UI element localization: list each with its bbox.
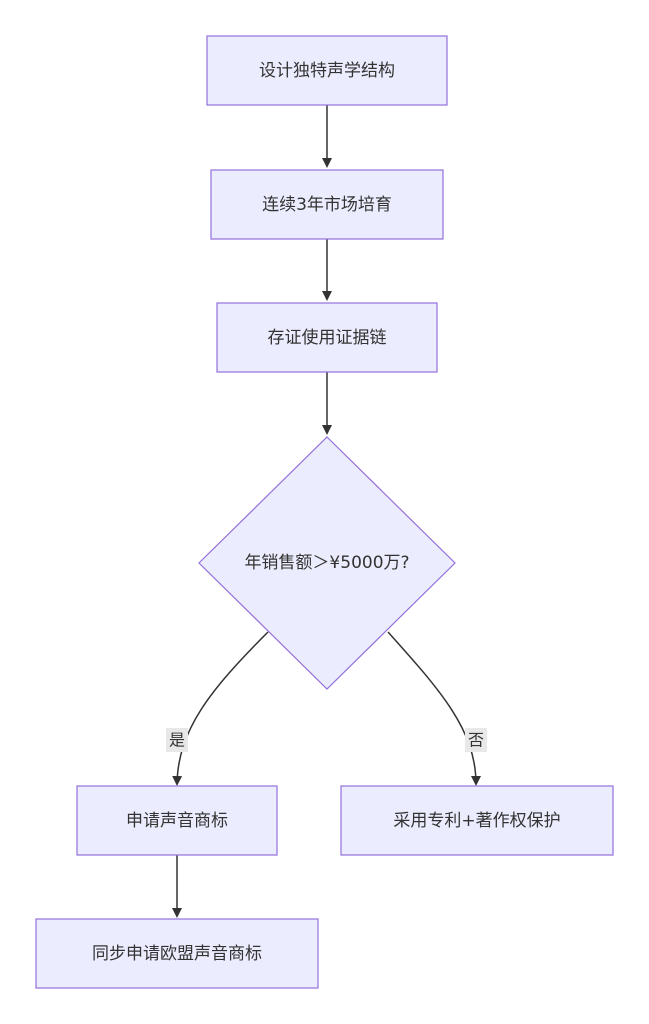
node-design: 设计独特声学结构	[206, 35, 448, 106]
node-apply: 申请声音商标	[76, 785, 278, 856]
node-design-label: 设计独特声学结构	[259, 61, 395, 81]
node-evidence-label: 存证使用证据链	[268, 327, 387, 348]
node-alternative-label: 采用专利+著作权保护	[393, 811, 560, 831]
node-eu-label: 同步申请欧盟声音商标	[92, 944, 262, 964]
node-decision-label: 年销售额＞¥5000万?	[244, 553, 409, 573]
node-cultivate: 连续3年市场培育	[210, 169, 444, 240]
edge-decision-to-alternative	[387, 631, 481, 786]
edge-label-yes-text: 是	[169, 731, 185, 750]
node-cultivate-label: 连续3年市场培育	[262, 195, 392, 215]
node-evidence: 存证使用证据链	[216, 302, 438, 373]
node-apply-label: 申请声音商标	[126, 811, 228, 831]
edge-label-yes: 是	[166, 728, 188, 752]
edge-label-no: 否	[465, 728, 487, 752]
node-alternative: 采用专利+著作权保护	[340, 785, 614, 856]
node-eu: 同步申请欧盟声音商标	[35, 918, 319, 989]
edge-decision-to-apply	[172, 631, 269, 786]
node-decision: 年销售额＞¥5000万?	[198, 436, 456, 690]
edge-label-no-text: 否	[468, 731, 484, 750]
